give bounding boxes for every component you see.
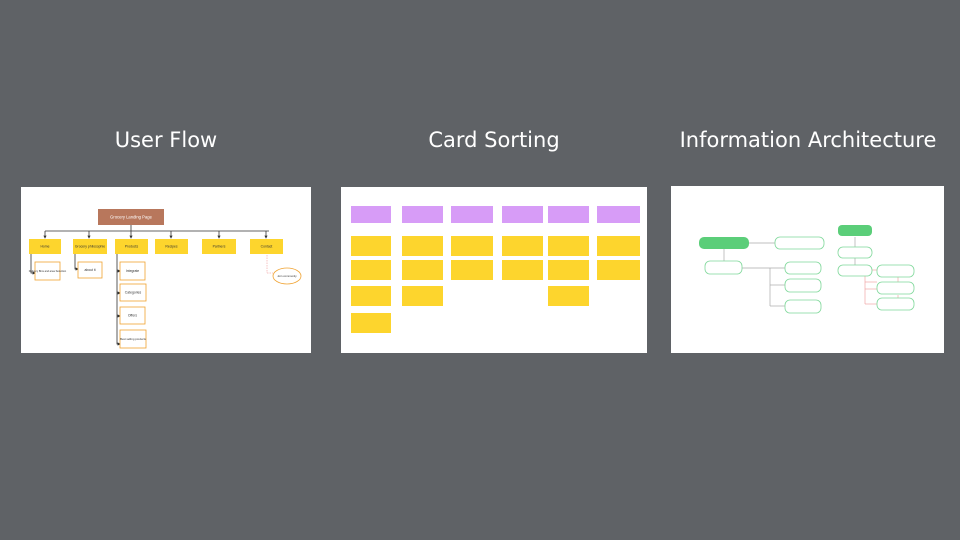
sort-card <box>351 286 391 306</box>
sort-card <box>451 236 493 256</box>
nav-node-label: Partners <box>213 245 226 249</box>
ia-node <box>784 299 822 314</box>
category-header-card <box>451 206 493 223</box>
ia-node <box>876 264 915 278</box>
ia-primary-node <box>838 225 872 236</box>
child-node <box>119 283 147 302</box>
nav-node <box>115 239 148 254</box>
ia-node <box>837 246 873 259</box>
child-node-label: Delivery Bins and area Selection <box>29 269 67 273</box>
child-node <box>119 306 146 325</box>
card-sorting-board <box>351 206 640 333</box>
child-node-label: Offers <box>128 314 137 318</box>
child-node-label: Join community <box>277 274 297 278</box>
card-sorting-heading: Card Sorting <box>428 128 560 152</box>
category-header-card <box>402 206 443 223</box>
ia-node <box>784 261 822 275</box>
nav-node-label: Grocery philosophie <box>75 245 105 249</box>
category-header-card <box>502 206 543 223</box>
child-node <box>119 329 147 349</box>
sort-card <box>548 236 589 256</box>
nav-node <box>155 239 188 254</box>
nav-row: Home Grocery philosophie Products Recipe… <box>29 239 283 254</box>
sort-card <box>351 313 391 333</box>
nav-node <box>29 239 61 254</box>
sort-card <box>597 260 640 280</box>
user-flow-panel: Grocery Landing Page Home Grocery philos… <box>21 187 311 353</box>
ia-node <box>704 260 743 275</box>
sort-card <box>351 236 391 256</box>
ia-node <box>876 297 915 311</box>
nav-node-label: Products <box>125 245 139 249</box>
child-node-label: Integrate <box>126 269 139 273</box>
sort-card <box>351 260 391 280</box>
ia-node <box>837 264 873 277</box>
category-header-card <box>597 206 640 223</box>
sort-card <box>597 236 640 256</box>
category-header-card <box>351 206 391 223</box>
child-node <box>34 261 61 281</box>
category-header-card <box>548 206 589 223</box>
sort-card <box>502 236 543 256</box>
sort-card <box>402 260 443 280</box>
ia-primary-node <box>699 237 749 249</box>
nav-node-label: Home <box>40 245 49 249</box>
sort-card <box>548 286 589 306</box>
user-flow-diagram: Grocery Landing Page Home Grocery philos… <box>29 209 302 349</box>
child-node-label: Categories <box>125 291 142 295</box>
nav-node-label: Contact <box>261 245 273 249</box>
root-node <box>98 209 164 225</box>
sort-card <box>502 260 543 280</box>
join-community-node <box>272 267 302 285</box>
child-node <box>77 261 103 279</box>
nav-node <box>250 239 283 254</box>
ia-node <box>876 281 915 295</box>
sort-card <box>402 286 443 306</box>
user-flow-heading: User Flow <box>114 128 218 152</box>
child-node <box>119 261 146 281</box>
ia-node <box>784 278 822 293</box>
information-architecture-diagram <box>699 225 915 314</box>
root-node-label: Grocery Landing Page <box>110 215 153 220</box>
nav-node-label: Recipes <box>165 245 178 249</box>
nav-node <box>202 239 236 254</box>
information-architecture-heading: Information Architecture <box>679 128 937 152</box>
ia-node <box>774 236 825 250</box>
sort-card <box>451 260 493 280</box>
information-architecture-panel <box>671 186 944 353</box>
sort-card <box>548 260 589 280</box>
card-sorting-panel <box>341 187 647 353</box>
nav-node <box>73 239 107 254</box>
child-node-label: about it <box>84 268 95 272</box>
sort-card <box>402 236 443 256</box>
child-node-label: Best selling products <box>120 337 146 341</box>
